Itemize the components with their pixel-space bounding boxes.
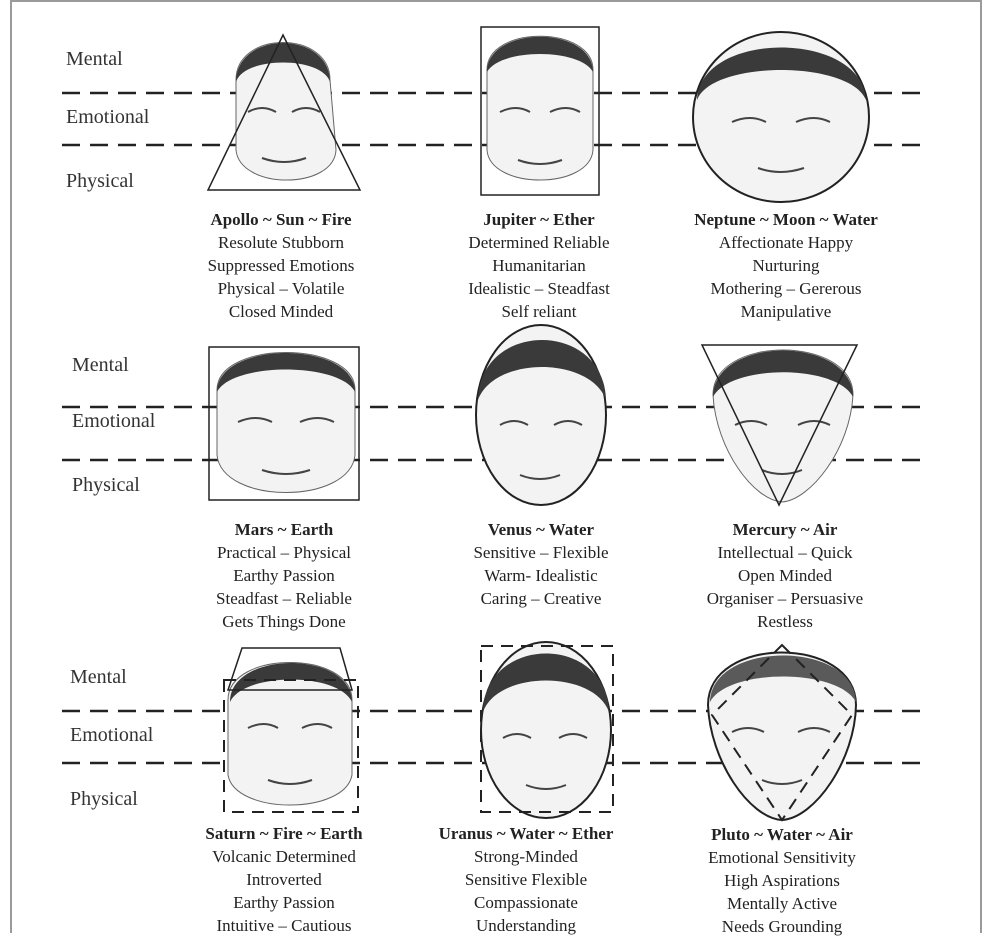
caption-title: Apollo ~ Sun ~ Fire [210, 210, 352, 229]
apollo-face [206, 33, 362, 191]
caption-uranus: Uranus ~ Water ~ Ether Strong-Minded Sen… [406, 822, 646, 937]
pluto-face [706, 643, 858, 822]
trait: Emotional Sensitivity [708, 848, 856, 867]
trait: Physical – Volatile [217, 279, 345, 298]
zone-label-emotional: Emotional [70, 724, 154, 746]
trait: Affectionate Happy [718, 233, 854, 252]
caption-venus: Venus ~ Water Sensitive – Flexible Warm-… [421, 518, 661, 610]
trait: Earthy Passion [233, 566, 335, 585]
caption-title: Saturn ~ Fire ~ Earth [205, 824, 363, 843]
trait: Compassionate [474, 893, 578, 912]
trait: Volcanic Determined [212, 847, 356, 866]
caption-title: Mars ~ Earth [234, 520, 334, 539]
trait: Introverted [246, 870, 322, 889]
caption-mercury: Mercury ~ Air Intellectual – Quick Open … [665, 518, 905, 633]
trait: Manipulative [740, 302, 832, 321]
trait: Warm- Idealistic [484, 566, 598, 585]
trait: Mothering – Gererous [710, 279, 862, 298]
trait: Steadfast – Reliable [216, 589, 352, 608]
trait: Open Minded [738, 566, 832, 585]
caption-title: Mercury ~ Air [732, 520, 838, 539]
trait: Nurturing [752, 256, 820, 275]
zone-label-emotional: Emotional [72, 410, 156, 432]
venus-face [475, 324, 607, 506]
trait: Mentally Active [726, 894, 837, 913]
zone-label-physical: Physical [66, 170, 134, 192]
mercury-face [700, 344, 859, 507]
trait: Determined Reliable [468, 233, 610, 252]
trait: Caring – Creative [480, 589, 602, 608]
zone-label-mental: Mental [72, 354, 129, 376]
trait: Intellectual – Quick [717, 543, 853, 562]
zone-label-mental: Mental [70, 666, 127, 688]
mars-face [208, 346, 360, 501]
zone-label-physical: Physical [70, 788, 138, 810]
caption-pluto: Pluto ~ Water ~ Air Emotional Sensitivit… [662, 823, 902, 938]
caption-mars: Mars ~ Earth Practical – Physical Earthy… [164, 518, 404, 633]
zone-label-mental: Mental [66, 48, 123, 70]
trait: Humanitarian [492, 256, 586, 275]
trait: Strong-Minded [474, 847, 578, 866]
caption-title: Venus ~ Water [487, 520, 595, 539]
uranus-face [480, 641, 614, 819]
trait: Self reliant [501, 302, 577, 321]
trait: Closed Minded [228, 302, 334, 321]
caption-title: Uranus ~ Water ~ Ether [438, 824, 614, 843]
neptune-face [692, 31, 870, 203]
trait: Understanding [475, 916, 577, 935]
zone-label-physical: Physical [72, 474, 140, 496]
trait: Practical – Physical [216, 543, 352, 562]
caption-neptune: Neptune ~ Moon ~ Water Affectionate Happ… [666, 208, 906, 323]
caption-title: Pluto ~ Water ~ Air [711, 825, 853, 844]
jupiter-face [480, 26, 600, 196]
trait: Restless [757, 612, 813, 631]
caption-saturn: Saturn ~ Fire ~ Earth Volcanic Determine… [164, 822, 404, 937]
zone-label-emotional: Emotional [66, 106, 150, 128]
trait: Earthy Passion [233, 893, 335, 912]
trait: Suppressed Emotions [207, 256, 355, 275]
trait: Organiser – Persuasive [706, 589, 864, 608]
trait: Sensitive – Flexible [473, 543, 609, 562]
trait: High Aspirations [724, 871, 840, 890]
saturn-face [223, 647, 359, 813]
trait: Gets Things Done [222, 612, 346, 631]
caption-apollo: Apollo ~ Sun ~ Fire Resolute Stubborn Su… [161, 208, 401, 323]
trait: Idealistic – Steadfast [468, 279, 610, 298]
trait: Needs Grounding [721, 917, 843, 936]
trait: Intuitive – Cautious [216, 916, 352, 935]
caption-title: Jupiter ~ Ether [483, 210, 595, 229]
figure-frame [10, 0, 982, 933]
caption-title: Neptune ~ Moon ~ Water [694, 210, 878, 229]
trait: Resolute Stubborn [217, 233, 345, 252]
caption-jupiter: Jupiter ~ Ether Determined Reliable Huma… [419, 208, 659, 323]
trait: Sensitive Flexible [464, 870, 588, 889]
